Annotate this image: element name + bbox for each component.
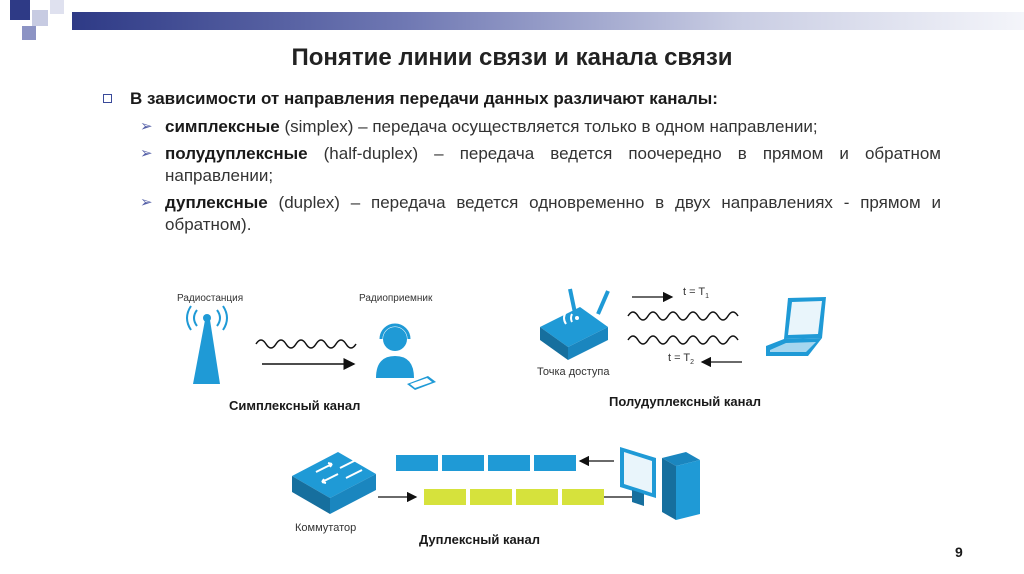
frame-block [516, 489, 558, 505]
network-switch-icon [292, 452, 376, 514]
simplex-caption: Симплексный канал [229, 398, 361, 413]
page-number: 9 [955, 544, 963, 560]
frame-block [442, 455, 484, 471]
frame-block [534, 455, 576, 471]
simplex-wave [255, 339, 357, 370]
radio-receiver-label: Радиоприемник [359, 293, 433, 304]
item-term: симплексные [165, 117, 280, 136]
laptop-icon [766, 297, 826, 356]
deco-square [32, 10, 48, 26]
bullet-list: В зависимости от направления передачи да… [100, 88, 960, 241]
header-band [72, 12, 1024, 30]
list-item: ➢ полудуплексные (half-duplex) – передач… [100, 143, 941, 187]
deco-square [22, 26, 36, 40]
switch-label: Коммутатор [295, 522, 357, 534]
duplex-frames-bottom [378, 489, 640, 505]
desktop-pc-icon [620, 447, 700, 520]
chevron-right-icon: ➢ [140, 194, 153, 211]
duplex-frames-top [396, 455, 614, 471]
item-text: (duplex) – передача ведется одновременно… [165, 193, 941, 234]
half-duplex-signals [627, 291, 742, 368]
item-text: (simplex) – передача осуществляется толь… [279, 117, 818, 136]
item-term: дуплексные [165, 193, 268, 212]
square-bullet-icon [103, 94, 112, 103]
chevron-right-icon: ➢ [140, 145, 153, 162]
duplex-caption: Дуплексный канал [419, 532, 541, 547]
list-item: ➢ дуплексные (duplex) – передача ведется… [100, 192, 941, 236]
access-point-label: Точка доступа [537, 366, 610, 378]
intro-text: В зависимости от направления передачи да… [130, 89, 718, 108]
page-title: Понятие линии связи и канала связи [291, 44, 733, 71]
frame-block [396, 455, 438, 471]
list-item: ➢ симплексные (simplex) – передача осуще… [100, 116, 941, 138]
half-duplex-caption: Полудуплексный канал [609, 394, 761, 409]
item-term: полудуплексные [165, 144, 308, 163]
radio-station-label: Радиостанция [177, 293, 244, 304]
time-t2-label: t = T2 [668, 352, 695, 367]
deco-square [50, 0, 64, 14]
time-t1-label: t = T1 [683, 286, 710, 301]
chevron-right-icon: ➢ [140, 118, 153, 135]
header-decoration [0, 0, 1024, 40]
deco-square [10, 0, 30, 20]
frame-block [424, 489, 466, 505]
radio-tower-icon [186, 305, 228, 384]
intro-bullet: В зависимости от направления передачи да… [100, 88, 960, 110]
item-text: (half-duplex) – передача ведется поочере… [165, 144, 941, 185]
frame-block [470, 489, 512, 505]
frame-block [562, 489, 604, 505]
frame-block [488, 455, 530, 471]
wifi-router-icon [540, 288, 610, 360]
headset-operator-icon [376, 323, 436, 390]
